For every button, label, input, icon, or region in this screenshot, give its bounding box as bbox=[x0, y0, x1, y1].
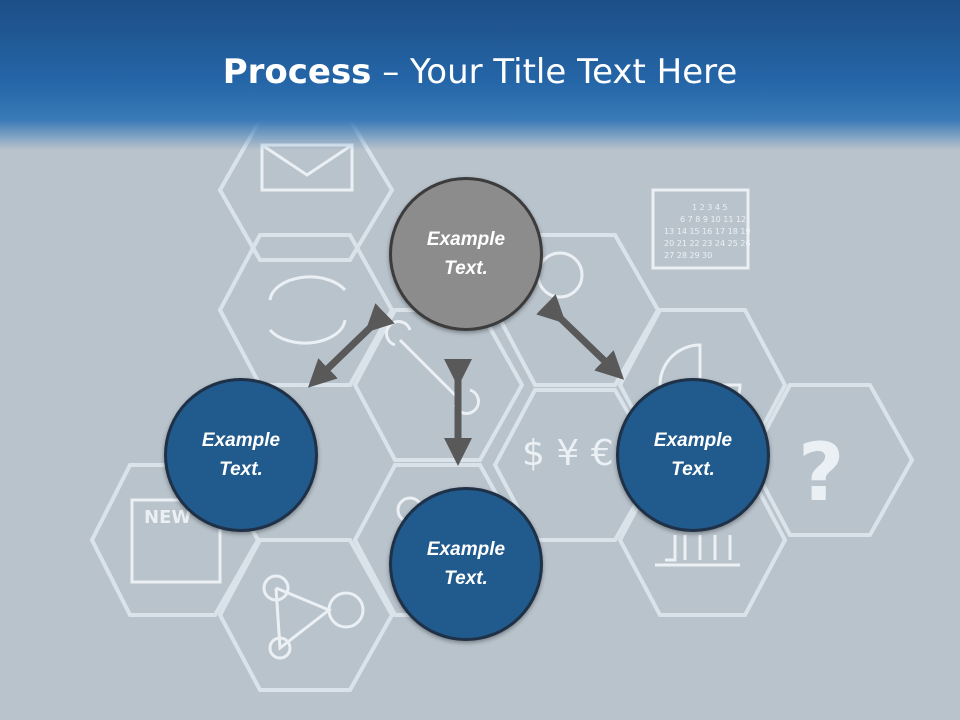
page-title: Process – Your Title Text Here bbox=[0, 52, 960, 92]
calendar-row: 27 28 29 30 bbox=[664, 251, 712, 260]
node-label-line2: Text. bbox=[671, 459, 715, 480]
wrench-icon bbox=[385, 320, 480, 415]
question-icon: ? bbox=[798, 426, 844, 519]
newspaper-icon bbox=[130, 498, 222, 584]
search-icon bbox=[536, 251, 584, 299]
calendar-row: 6 7 8 9 10 11 12 bbox=[680, 215, 746, 224]
news-label: NEW bbox=[144, 507, 191, 528]
mail-icon bbox=[260, 143, 354, 192]
refresh-icon bbox=[268, 275, 347, 345]
calendar-row: 1 2 3 4 5 bbox=[692, 203, 728, 212]
calendar-row: 20 21 22 23 24 25 26 bbox=[664, 239, 751, 248]
calendar-icon bbox=[651, 188, 750, 270]
calendar-row: 13 14 15 16 17 18 19 bbox=[664, 227, 751, 236]
bar-chart-icon bbox=[655, 535, 740, 567]
node-label-line1: Example bbox=[653, 430, 733, 451]
node-label-line2: Text. bbox=[444, 258, 488, 279]
title-bar bbox=[0, 0, 960, 150]
node-label-line1: Example bbox=[426, 229, 506, 250]
node-label-line1: Example bbox=[201, 430, 281, 451]
process-node-left: Example Text. bbox=[164, 378, 318, 532]
node-label-line2: Text. bbox=[219, 459, 263, 480]
node-label-line2: Text. bbox=[444, 568, 488, 589]
hexagon bbox=[217, 538, 395, 692]
title-bold: Process bbox=[222, 52, 372, 92]
process-node-right: Example Text. bbox=[616, 378, 770, 532]
title-rest: – Your Title Text Here bbox=[371, 52, 738, 92]
hexagon bbox=[492, 388, 661, 542]
node-label-line1: Example bbox=[426, 539, 506, 560]
process-node-bottom: Example Text. bbox=[389, 487, 543, 641]
process-node-top: Example Text. bbox=[389, 177, 543, 331]
